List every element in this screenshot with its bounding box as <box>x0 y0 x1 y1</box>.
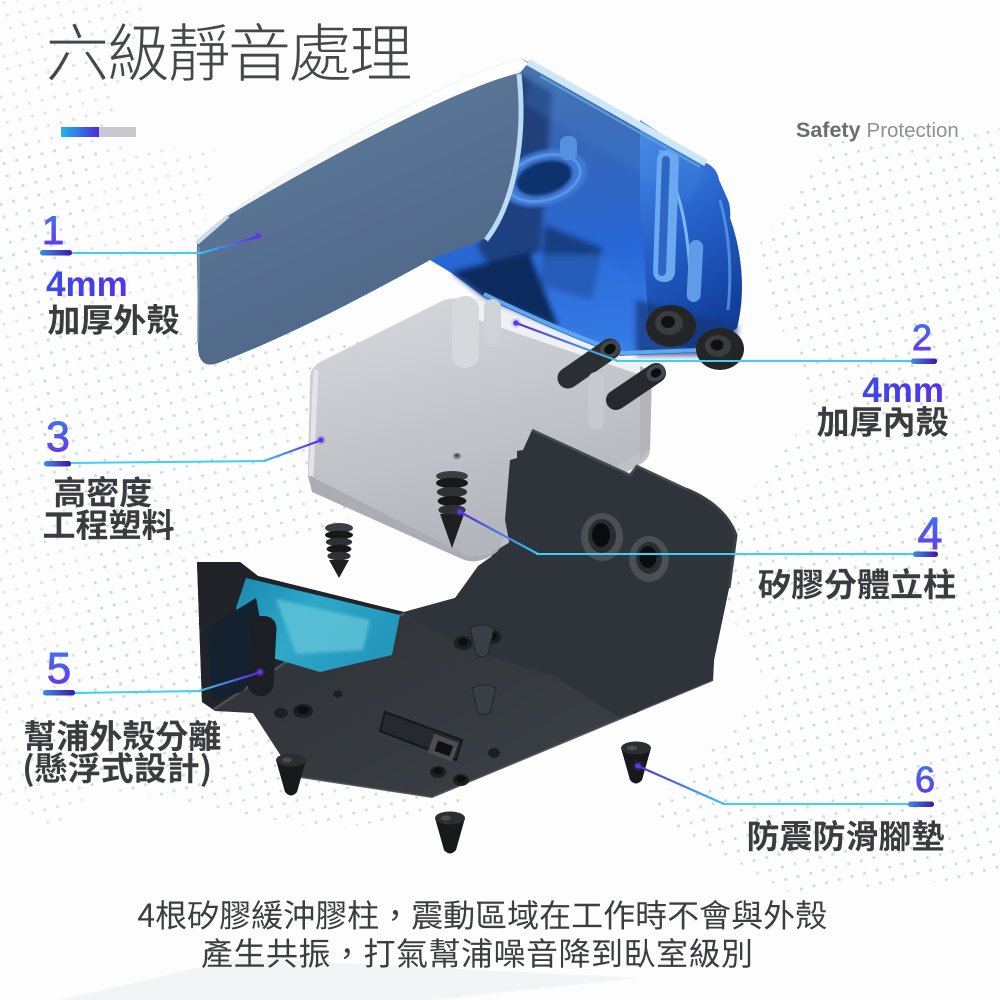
svg-text:5: 5 <box>47 644 71 693</box>
svg-text:Safety Protection: Safety Protection <box>796 118 959 142</box>
svg-text:1: 1 <box>42 209 64 253</box>
svg-text:3: 3 <box>46 413 70 461</box>
svg-text:2: 2 <box>912 317 932 358</box>
svg-text:4mm: 4mm <box>46 265 128 304</box>
svg-text:4mm: 4mm <box>862 371 944 410</box>
svg-text:4: 4 <box>917 508 942 559</box>
svg-text:6: 6 <box>915 759 935 800</box>
